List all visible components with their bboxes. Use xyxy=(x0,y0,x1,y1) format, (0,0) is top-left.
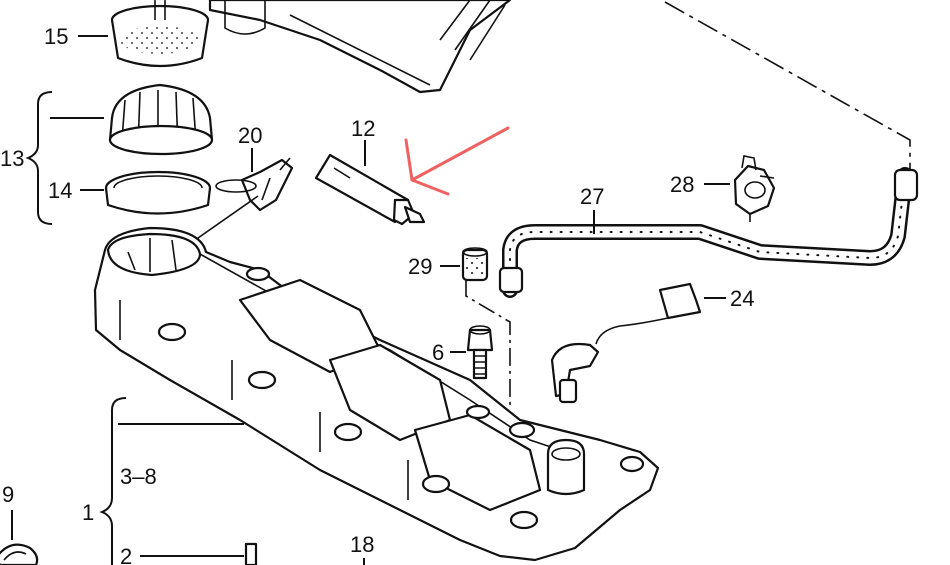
label-2: 2 xyxy=(120,544,132,565)
part-2-stud xyxy=(244,542,258,565)
part-13-cap xyxy=(108,83,214,156)
label-24: 24 xyxy=(730,286,754,311)
part-20-clip xyxy=(215,157,294,212)
part-24-sensor xyxy=(550,282,702,404)
label-29: 29 xyxy=(408,254,432,279)
part-6-bolt xyxy=(466,325,494,380)
label-12: 12 xyxy=(351,116,375,141)
part-12-tube xyxy=(314,153,426,226)
label-15: 15 xyxy=(44,24,68,49)
annotation-arrow xyxy=(404,126,510,196)
label-14: 14 xyxy=(48,178,72,203)
cylinder-head-cover xyxy=(93,226,660,562)
label-1: 1 xyxy=(82,500,94,525)
label-27: 27 xyxy=(580,184,604,209)
part-15-ring xyxy=(110,0,210,68)
part-14-seal xyxy=(104,170,212,215)
label-9: 9 xyxy=(2,482,14,507)
leader-line-cover xyxy=(664,1,911,170)
label-6: 6 xyxy=(432,340,444,365)
part-29-plug xyxy=(461,247,489,282)
leader-line-hose xyxy=(465,280,511,410)
part-9-inner xyxy=(3,551,27,561)
label-20: 20 xyxy=(238,123,262,148)
brace-13 xyxy=(25,91,53,225)
part-9 xyxy=(0,543,39,565)
part-28-valve xyxy=(733,155,776,222)
engine-cover xyxy=(208,0,512,94)
part-27-hose xyxy=(498,167,919,298)
label-13: 13 xyxy=(0,146,24,171)
label-18: 18 xyxy=(350,532,374,557)
leader-20-to-neck xyxy=(187,195,259,246)
brace-1 xyxy=(99,397,127,565)
label-3-8: 3–8 xyxy=(120,464,157,489)
label-28: 28 xyxy=(670,172,694,197)
